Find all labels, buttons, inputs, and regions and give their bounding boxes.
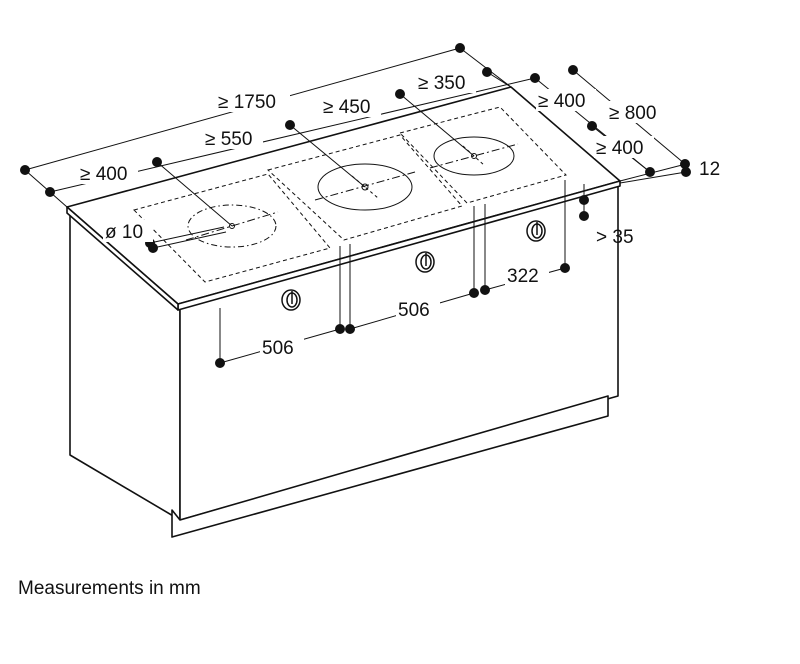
label-third-zone: ≥ 350 — [418, 73, 465, 94]
cutout-zones — [133, 106, 567, 283]
control-knobs — [281, 220, 546, 311]
knob-middle-icon — [415, 251, 435, 273]
label-cutout-left: 506 — [262, 338, 294, 359]
measurements-caption: Measurements in mm — [18, 578, 201, 599]
label-total-width: ≥ 1750 — [218, 92, 276, 113]
label-second-zone: ≥ 450 — [323, 97, 370, 118]
label-left-clearance: ≥ 400 — [80, 164, 127, 185]
label-worktop-thickness: 12 — [699, 159, 720, 180]
dimension-points — [20, 43, 691, 368]
dimension-labels: ≥ 1750 ≥ 400 ≥ 550 ≥ 450 ≥ 350 ≥ 400 ≥ 8… — [78, 71, 720, 359]
label-first-zone: ≥ 550 — [205, 129, 252, 150]
label-cutout-middle: 506 — [398, 300, 430, 321]
worktop-side-edge — [66, 206, 179, 311]
label-rear-clearance-top: ≥ 400 — [538, 91, 585, 112]
cabinet-plinth — [171, 395, 609, 538]
cabinet — [66, 86, 621, 538]
knob-right-icon — [526, 220, 546, 242]
label-knob-depth: 322 — [507, 266, 539, 287]
label-depth-total: ≥ 800 — [609, 103, 656, 124]
label-hole-diameter: ø 10 — [105, 222, 143, 243]
label-rear-clearance-side: ≥ 400 — [596, 138, 643, 159]
cutout-zone-middle — [266, 134, 463, 241]
burner-middle — [314, 163, 416, 211]
label-front-distance: > 35 — [596, 227, 634, 248]
cutout-zone-left — [133, 173, 331, 283]
cutout-zone-right — [399, 106, 567, 204]
knob-left-icon — [281, 289, 301, 311]
